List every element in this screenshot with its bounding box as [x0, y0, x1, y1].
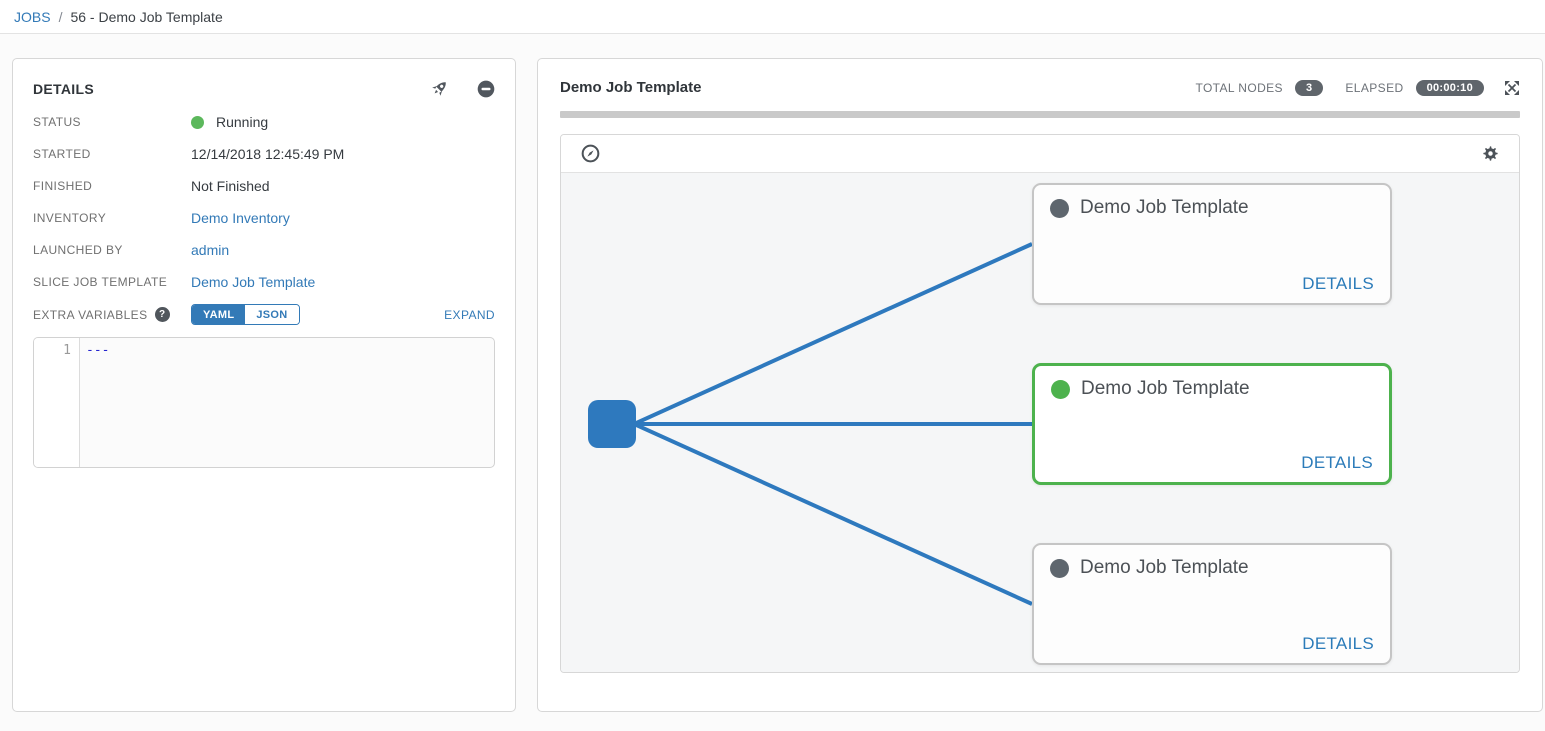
job-stats: TOTAL NODES 3 ELAPSED 00:00:10	[1195, 79, 1520, 96]
workflow-canvas[interactable]: Demo Job Template DETAILS Demo Job Templ…	[561, 173, 1519, 672]
compass-reset-icon[interactable]	[581, 144, 600, 163]
details-panel: DETAILS	[12, 58, 516, 712]
gear-icon[interactable]	[1482, 145, 1499, 162]
started-value: 12/14/2018 12:45:49 PM	[191, 146, 345, 162]
yaml-json-toggle: YAML JSON	[191, 304, 300, 325]
slice-job-template-link[interactable]: Demo Job Template	[191, 274, 316, 290]
job-title: Demo Job Template	[560, 79, 702, 96]
expand-arrows-icon[interactable]	[1504, 80, 1520, 96]
detail-row-launched-by: LAUNCHED BY admin	[33, 240, 495, 260]
detail-label: STARTED	[33, 147, 91, 161]
workflow-links	[633, 242, 1033, 606]
editor-code[interactable]: ---	[86, 343, 110, 358]
breadcrumb-jobs-link[interactable]: JOBS	[14, 8, 51, 25]
extra-variables-label: EXTRA VARIABLES	[33, 307, 148, 322]
total-nodes-label: TOTAL NODES	[1195, 80, 1283, 95]
help-icon[interactable]: ?	[154, 307, 170, 322]
detail-label: FINISHED	[33, 179, 93, 193]
relaunch-rocket-icon[interactable]	[430, 79, 449, 98]
main-content: DETAILS	[0, 34, 1545, 712]
detail-row-status: STATUS Running	[33, 112, 495, 132]
workflow-graph-container: Demo Job Template DETAILS Demo Job Templ…	[560, 134, 1520, 673]
json-toggle-button[interactable]: JSON	[245, 305, 299, 324]
detail-label: INVENTORY	[33, 211, 107, 225]
job-progress-bar	[560, 111, 1520, 118]
elapsed-badge: 00:00:10	[1415, 79, 1484, 96]
status-running-dot	[191, 115, 204, 129]
node-name: Demo Job Template	[1080, 557, 1249, 578]
workflow-node-2[interactable]: Demo Job Template DETAILS	[1032, 363, 1392, 485]
cancel-icon[interactable]	[477, 80, 495, 98]
detail-label: SLICE JOB TEMPLATE	[33, 275, 168, 289]
node-details-link[interactable]: DETAILS	[1302, 634, 1374, 653]
details-header: DETAILS	[33, 79, 495, 98]
node-status-dot	[1050, 558, 1069, 578]
inventory-link[interactable]: Demo Inventory	[191, 210, 290, 226]
detail-label: STATUS	[33, 115, 81, 129]
job-header: Demo Job Template TOTAL NODES 3 ELAPSED …	[560, 79, 1520, 96]
elapsed-label: ELAPSED	[1345, 80, 1404, 95]
status-value: Running	[216, 114, 269, 130]
job-output-panel: Demo Job Template TOTAL NODES 3 ELAPSED …	[537, 58, 1543, 712]
breadcrumb-current: 56 - Demo Job Template	[70, 8, 223, 25]
breadcrumb: JOBS / 56 - Demo Job Template	[0, 0, 1545, 34]
workflow-node-1[interactable]: Demo Job Template DETAILS	[1032, 183, 1392, 305]
node-name: Demo Job Template	[1081, 378, 1250, 399]
node-name: Demo Job Template	[1080, 197, 1249, 218]
editor-gutter: 1	[34, 338, 80, 467]
details-actions	[430, 79, 495, 98]
yaml-toggle-button[interactable]: YAML	[192, 305, 246, 324]
workflow-toolbar	[561, 135, 1519, 173]
extra-variables-row: EXTRA VARIABLES ? YAML JSON EXPAND	[33, 304, 495, 325]
workflow-node-3[interactable]: Demo Job Template DETAILS	[1032, 543, 1392, 665]
detail-row-slice-job-template: SLICE JOB TEMPLATE Demo Job Template	[33, 272, 495, 292]
node-status-dot	[1051, 379, 1070, 399]
detail-row-inventory: INVENTORY Demo Inventory	[33, 208, 495, 228]
node-details-link[interactable]: DETAILS	[1302, 274, 1374, 293]
extra-variables-editor[interactable]: 1 ---	[33, 337, 495, 468]
breadcrumb-separator: /	[58, 8, 63, 25]
total-nodes-badge: 3	[1294, 79, 1324, 96]
workflow-start-node[interactable]	[588, 400, 636, 448]
launched-by-link[interactable]: admin	[191, 242, 230, 258]
detail-row-started: STARTED 12/14/2018 12:45:49 PM	[33, 144, 495, 164]
finished-value: Not Finished	[191, 178, 270, 194]
detail-row-finished: FINISHED Not Finished	[33, 176, 495, 196]
node-status-dot	[1050, 198, 1069, 218]
node-details-link[interactable]: DETAILS	[1301, 453, 1373, 472]
detail-label: LAUNCHED BY	[33, 243, 123, 257]
details-title: DETAILS	[33, 80, 94, 97]
editor-line-number: 1	[63, 343, 71, 358]
expand-link[interactable]: EXPAND	[444, 307, 495, 322]
